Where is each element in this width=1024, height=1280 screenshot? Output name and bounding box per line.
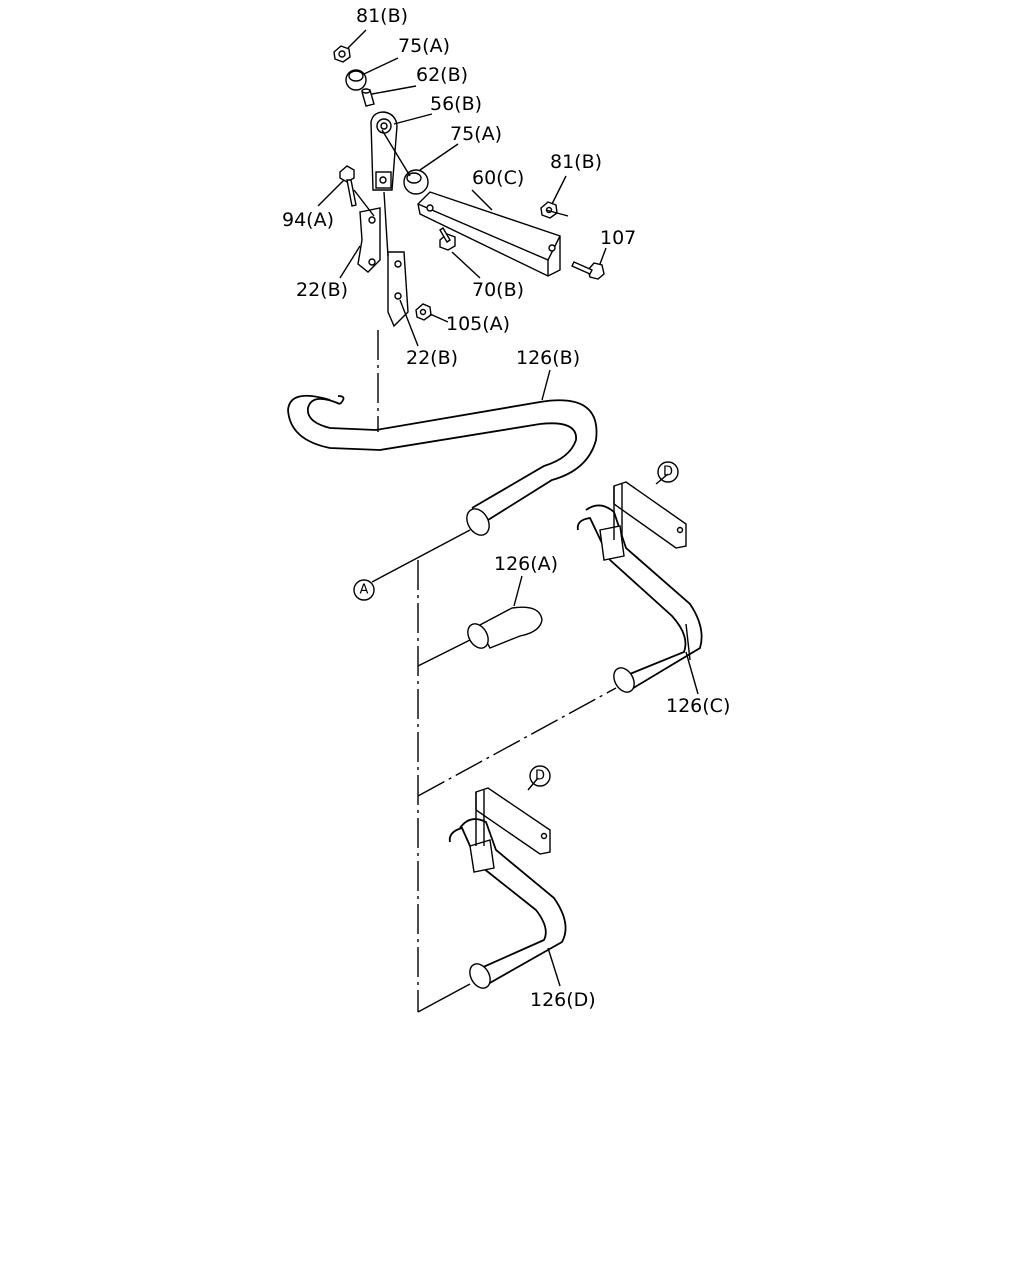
nut-81b-right [540, 201, 558, 219]
label-62b: 62(B) [416, 64, 468, 86]
bolt-107 [571, 261, 605, 280]
bracket-d-lower [475, 787, 551, 855]
label-75a-top: 75(A) [398, 35, 450, 57]
bracket-22b-left [357, 207, 381, 273]
label-75a-mid: 75(A) [450, 123, 502, 145]
nut-81b-top [333, 45, 351, 63]
bolt-70b [439, 227, 456, 251]
label-126c: 126(C) [666, 695, 730, 717]
label-105a: 105(A) [446, 313, 510, 335]
marker-d-lower: D [529, 765, 551, 787]
hose-126b [287, 394, 598, 536]
bushing-75a-top [345, 69, 367, 91]
label-126d: 126(D) [530, 989, 596, 1011]
bracket-22b-low [387, 251, 409, 328]
label-94a: 94(A) [282, 209, 334, 231]
label-107: 107 [600, 227, 636, 249]
bracket-60c [417, 191, 561, 277]
label-126b: 126(B) [516, 347, 580, 369]
leader-lines [317, 29, 699, 987]
hose-126d [448, 818, 567, 989]
marker-a: A [353, 579, 375, 601]
marker-d-upper: D [657, 461, 679, 483]
nut-105a [415, 303, 432, 321]
label-81b-top: 81(B) [356, 5, 408, 27]
label-56b: 56(B) [430, 93, 482, 115]
bracket-d-upper [613, 481, 687, 549]
label-126a: 126(A) [494, 553, 558, 575]
hose-126c [576, 504, 703, 693]
label-60c: 60(C) [472, 167, 524, 189]
bushing-75a-mid [403, 169, 429, 195]
label-22b-left: 22(B) [296, 279, 348, 301]
bolt-94a [339, 165, 357, 207]
label-22b-low: 22(B) [406, 347, 458, 369]
label-81b-right: 81(B) [550, 151, 602, 173]
hose-126a [467, 606, 543, 649]
reference-lines [353, 129, 691, 1013]
link-56b [370, 111, 398, 191]
marker-d-upper-letter: D [663, 465, 673, 480]
collar-62b [361, 88, 375, 107]
marker-a-letter: A [360, 583, 369, 598]
marker-d-lower-letter: D [535, 769, 545, 784]
label-70b: 70(B) [472, 279, 524, 301]
